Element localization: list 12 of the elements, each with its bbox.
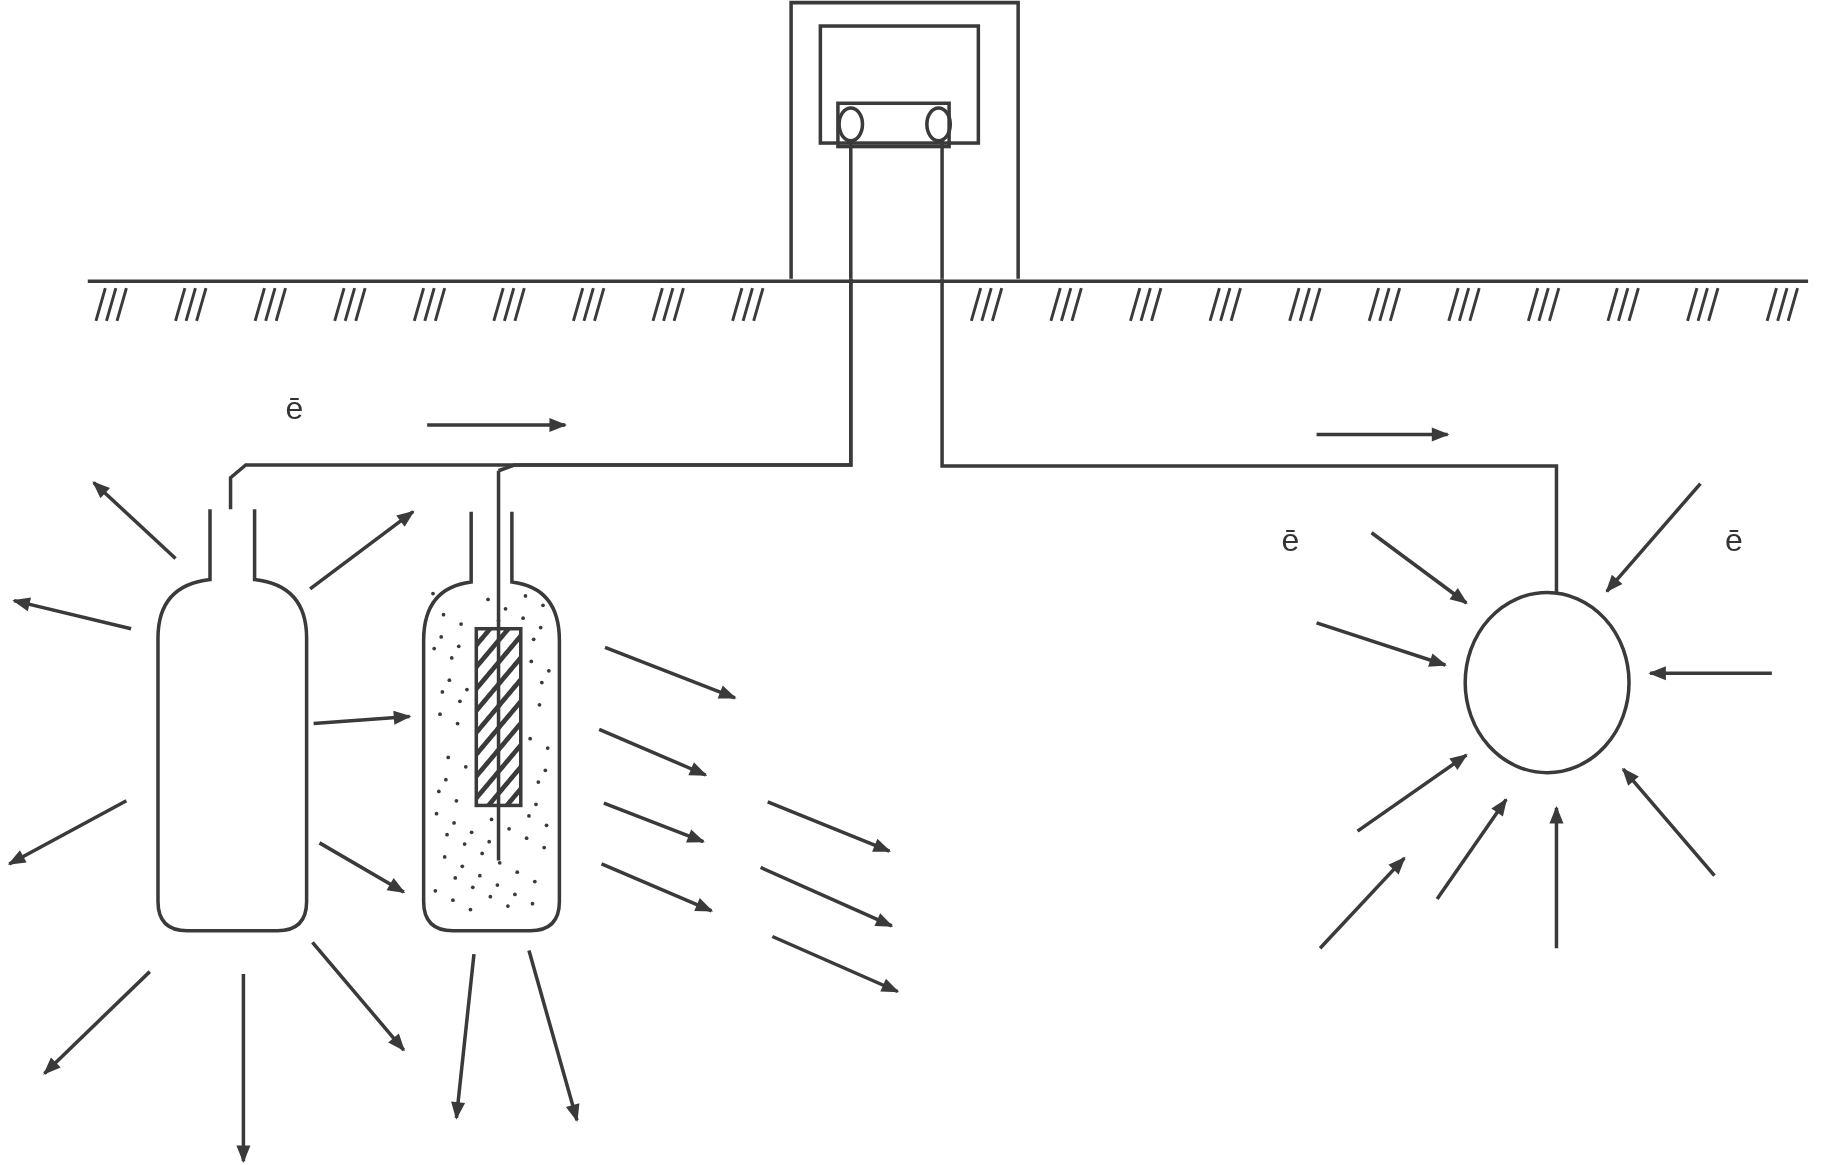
electron-label: ē	[285, 392, 304, 425]
anode-bottle-drawing	[156, 509, 309, 933]
current-arrow	[309, 510, 415, 591]
measuring-station-drawing	[789, 0, 1020, 281]
wire	[497, 278, 853, 473]
backfill-anode-drawing	[421, 470, 562, 933]
protected-sphere	[1463, 590, 1631, 775]
current-arrow	[318, 841, 406, 894]
wire	[940, 278, 1559, 593]
electron-label: ē	[1725, 524, 1743, 557]
current-arrow	[313, 710, 412, 726]
electron-label: ē	[1281, 524, 1300, 557]
